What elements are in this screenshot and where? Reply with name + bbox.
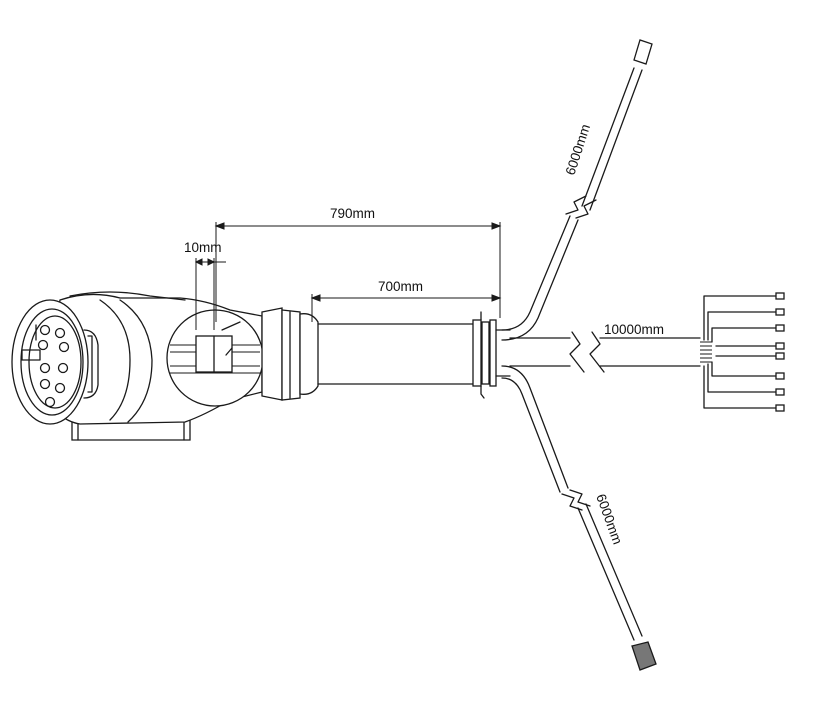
cable-break-icon (569, 331, 605, 373)
upper-branch-length-label: 6000mm (563, 122, 593, 177)
lower-branch-cable (501, 365, 657, 671)
lower-branch-length-label: 6000mm (593, 492, 625, 546)
detail-magnifier (166, 309, 264, 407)
sleeve-length-label: 700mm (378, 279, 423, 294)
wire-terminals (775, 292, 785, 412)
plug-gap-label: 10mm (184, 240, 222, 255)
cable-sleeve (317, 311, 511, 399)
lower-break-icon (561, 489, 591, 511)
overall-length-label: 790mm (330, 206, 375, 221)
main-cable (509, 292, 785, 412)
plug-pins (21, 324, 70, 408)
upper-break-icon (565, 195, 597, 219)
upper-branch-cable (501, 39, 653, 341)
trailer-plug-icon (11, 291, 319, 441)
dimension-lines (194, 222, 502, 330)
main-cable-length-label: 10000mm (604, 322, 664, 337)
